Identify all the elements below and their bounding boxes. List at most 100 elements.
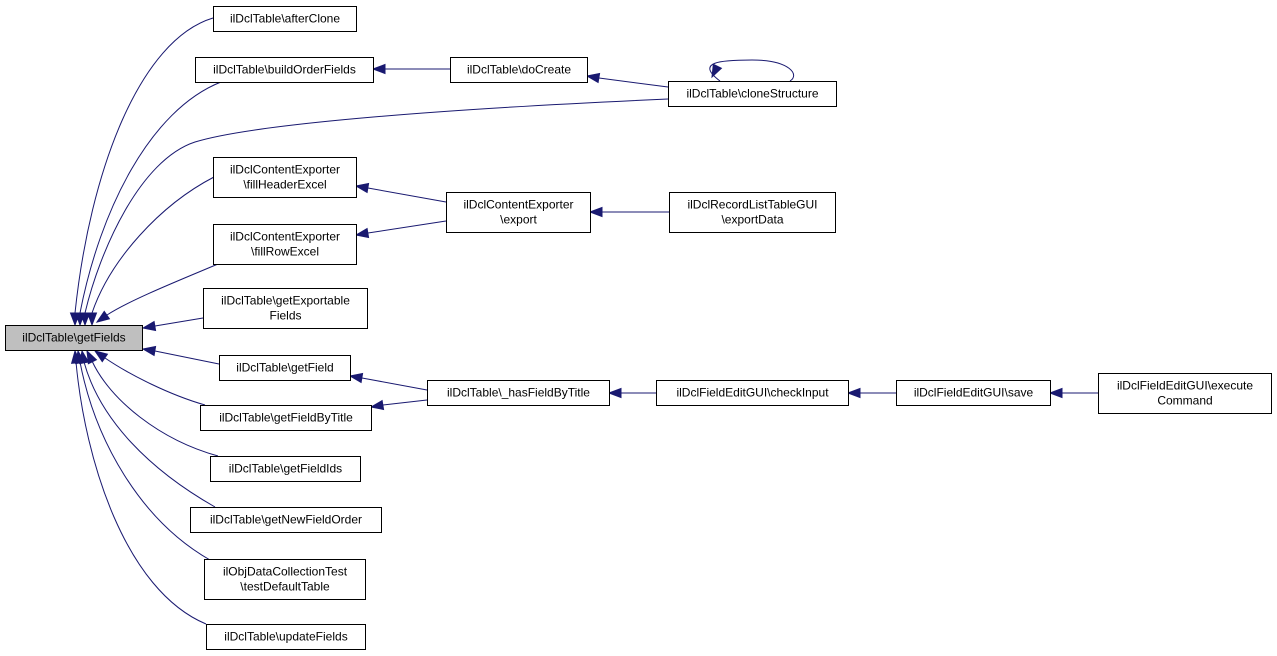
node-checkInput[interactable]: ilDclFieldEditGUI\checkInput [656,380,849,406]
node-testDefaultTable[interactable]: ilObjDataCollectionTest\testDefaultTable [204,559,366,600]
node-label: ilDclRecordListTableGUI [687,198,817,212]
edge-line [154,317,204,327]
edge-updateFields-to-getFields [70,349,207,625]
edge-arrowhead [354,182,370,194]
node-label: \fillRowExcel [251,245,319,259]
node-label: ilDclContentExporter [230,163,340,177]
node-box[interactable] [213,6,357,32]
node-label: \fillHeaderExcel [243,178,326,192]
edge-getExportableFields-to-getFields [141,317,204,332]
node-box[interactable] [203,288,368,329]
node-updateFields[interactable]: ilDclTable\updateFields [206,624,366,650]
node-afterClone[interactable]: ilDclTable\afterClone [213,6,357,32]
node-label: ilDclTable\updateFields [224,630,347,644]
edge-arrowhead [93,350,109,363]
node-box[interactable] [450,57,588,83]
edge-line [74,17,214,314]
node-fillHeaderExcel[interactable]: ilDclContentExporter\fillHeaderExcel [213,157,357,198]
node-label: ilDclFieldEditGUI\save [914,386,1034,400]
edge-line [367,187,447,203]
node-export[interactable]: ilDclContentExporter\export [446,192,591,233]
node-getFieldIds[interactable]: ilDclTable\getFieldIds [210,456,361,482]
node-hasFieldByTitle[interactable]: ilDclTable\_hasFieldByTitle [427,380,610,406]
node-label: ilDclTable\getFieldIds [229,462,342,476]
node-label: ilDclTable\afterClone [230,12,340,26]
node-save[interactable]: ilDclFieldEditGUI\save [896,380,1051,406]
edge-cloneStructure-to-doCreate [585,72,669,88]
edge-line [106,263,219,316]
edge-arrowhead [141,320,157,332]
edge-fillRowExcel-to-getFields [95,263,219,323]
edge-cloneStructure-to-getFields [79,98,669,327]
edge-line [154,350,220,365]
node-box[interactable] [206,624,366,650]
edge-arrowhead [1048,387,1063,399]
node-box[interactable] [668,81,837,107]
edge-getFieldIds-to-getFields [86,349,219,457]
edge-arrowhead [711,63,723,79]
node-box[interactable] [656,380,849,406]
node-label: ilDclContentExporter [463,198,573,212]
node-box[interactable] [190,507,382,533]
node-label: ilDclTable\getFieldByTitle [219,411,353,425]
edge-arrowhead [369,399,385,411]
node-box[interactable] [213,157,357,198]
edge-executeCommand-to-save [1048,387,1098,399]
edge-line [79,361,211,561]
edge-afterClone-to-getFields [69,17,214,327]
edge-arrowhead [95,310,111,323]
edge-checkInput-to-hasFieldByTitle [607,387,656,399]
edge-line [84,98,669,314]
edge-line [367,220,447,234]
edge-cloneStructure-to-cloneStructure [709,59,795,82]
node-box[interactable] [669,192,836,233]
node-box[interactable] [204,559,366,600]
node-getFields[interactable]: ilDclTable\getFields [5,325,143,351]
edge-line [709,59,795,82]
node-getField[interactable]: ilDclTable\getField [219,355,351,381]
node-buildOrderFields[interactable]: ilDclTable\buildOrderFields [195,57,374,83]
node-box[interactable] [219,355,351,381]
edge-line [104,357,206,406]
edge-buildOrderFields-to-getFields [74,81,222,327]
edge-getFieldByTitle-to-getFields [93,350,206,406]
node-box[interactable] [427,380,610,406]
node-box[interactable] [896,380,1051,406]
edge-line [79,81,222,314]
node-getFieldByTitle[interactable]: ilDclTable\getFieldByTitle [200,405,372,431]
edge-arrowhead [585,72,601,84]
root-node-box[interactable] [5,325,143,351]
node-label: ilDclTable\_hasFieldByTitle [447,386,590,400]
edge-arrowhead [588,206,603,218]
node-box[interactable] [210,456,361,482]
edge-arrowhead [354,227,370,239]
node-exportData[interactable]: ilDclRecordListTableGUI\exportData [669,192,836,233]
node-box[interactable] [195,57,374,83]
node-getNewFieldOrder[interactable]: ilDclTable\getNewFieldOrder [190,507,382,533]
edge-line [83,361,216,508]
node-doCreate[interactable]: ilDclTable\doCreate [450,57,588,83]
edge-exportData-to-export [588,206,669,218]
edge-line [75,361,207,625]
node-label: ilObjDataCollectionTest [223,565,348,579]
node-cloneStructure[interactable]: ilDclTable\cloneStructure [668,81,837,107]
node-label: ilDclTable\cloneStructure [686,87,818,101]
edge-arrowhead [86,312,98,327]
node-box[interactable] [213,224,357,265]
nodes-layer: ilDclTable\getFields ilDclTable\afterClon… [5,6,1272,650]
node-fillRowExcel[interactable]: ilDclContentExporter\fillRowExcel [213,224,357,265]
edge-line [382,399,428,406]
node-box[interactable] [200,405,372,431]
node-label: \export [500,213,537,227]
node-box[interactable] [1098,373,1272,414]
edge-arrowhead [846,387,861,399]
edge-save-to-checkInput [846,387,896,399]
node-box[interactable] [446,192,591,233]
node-label: Fields [269,309,301,323]
node-label: ilDclTable\getFields [22,331,125,345]
edge-doCreate-to-buildOrderFields [371,63,450,75]
edge-arrowhead [607,387,622,399]
